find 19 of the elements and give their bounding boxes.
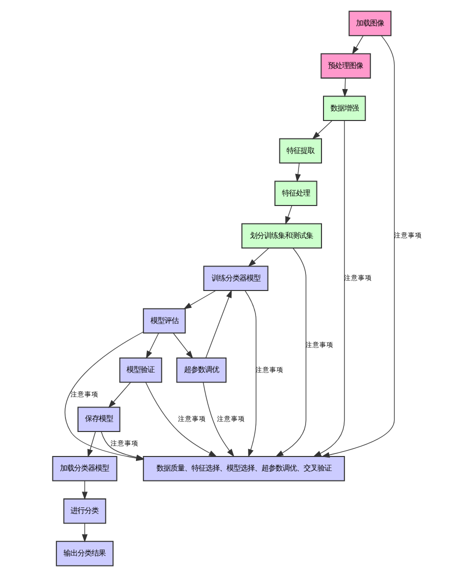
arrow xyxy=(82,480,88,500)
arrow xyxy=(275,248,306,457)
arrow xyxy=(313,120,345,457)
arrow xyxy=(183,290,216,310)
arrow xyxy=(285,205,292,225)
arrow xyxy=(312,120,332,140)
arrow xyxy=(172,332,194,359)
arrow xyxy=(146,332,159,359)
arrow xyxy=(206,290,232,358)
arrow xyxy=(352,35,364,55)
arrow xyxy=(108,382,131,408)
arrow xyxy=(82,523,88,542)
arrow xyxy=(87,431,96,458)
arrow xyxy=(295,162,301,182)
arrow xyxy=(244,290,256,458)
arrow xyxy=(342,78,348,98)
arrow xyxy=(248,248,269,267)
arrow xyxy=(145,382,217,457)
arrow xyxy=(202,382,234,457)
